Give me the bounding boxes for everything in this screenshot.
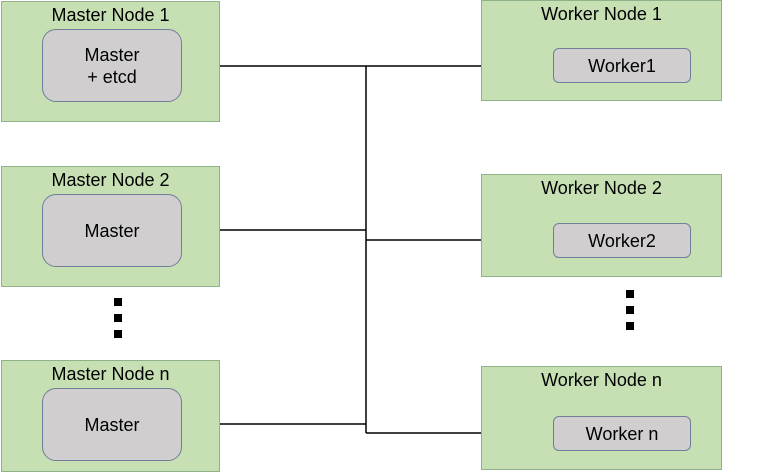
master-node-1: Master Node 1 Master + etcd: [1, 1, 220, 122]
ellipsis-dot: [626, 322, 634, 330]
master-node-2-title: Master Node 2: [51, 170, 170, 190]
worker-1-label: Worker1: [588, 55, 656, 76]
worker-node-n: Worker Node n Worker n: [481, 366, 722, 470]
master-1-label: Master: [84, 44, 140, 65]
ellipsis-dot: [626, 290, 634, 298]
master-2-label: Master: [84, 220, 140, 241]
worker-node-n-title: Worker Node n: [541, 370, 662, 390]
ellipsis-dot: [114, 330, 122, 338]
master-1-etcd-label: + etcd: [87, 66, 137, 87]
master-1-component: Master + etcd: [42, 29, 182, 102]
worker-2-component: Worker2: [553, 223, 691, 258]
worker-node-1: Worker Node 1 Worker1: [481, 0, 722, 101]
master-n-component: Master: [42, 388, 182, 461]
master-node-2: Master Node 2 Master: [1, 166, 220, 287]
worker-n-component: Worker n: [553, 416, 691, 451]
master-node-1-title: Master Node 1: [51, 5, 170, 25]
ellipsis-dot: [626, 306, 634, 314]
worker-node-2-title: Worker Node 2: [541, 178, 662, 198]
master-n-label: Master: [84, 414, 140, 435]
workers-ellipsis: [626, 290, 634, 338]
master-node-n: Master Node n Master: [1, 360, 220, 472]
worker-2-label: Worker2: [588, 230, 656, 251]
master-node-n-title: Master Node n: [51, 364, 170, 384]
masters-ellipsis: [114, 298, 122, 346]
worker-n-label: Worker n: [585, 423, 659, 444]
worker-1-component: Worker1: [553, 48, 691, 83]
ellipsis-dot: [114, 298, 122, 306]
worker-node-1-title: Worker Node 1: [541, 4, 662, 24]
worker-node-2: Worker Node 2 Worker2: [481, 174, 722, 277]
master-2-component: Master: [42, 194, 182, 267]
ellipsis-dot: [114, 314, 122, 322]
